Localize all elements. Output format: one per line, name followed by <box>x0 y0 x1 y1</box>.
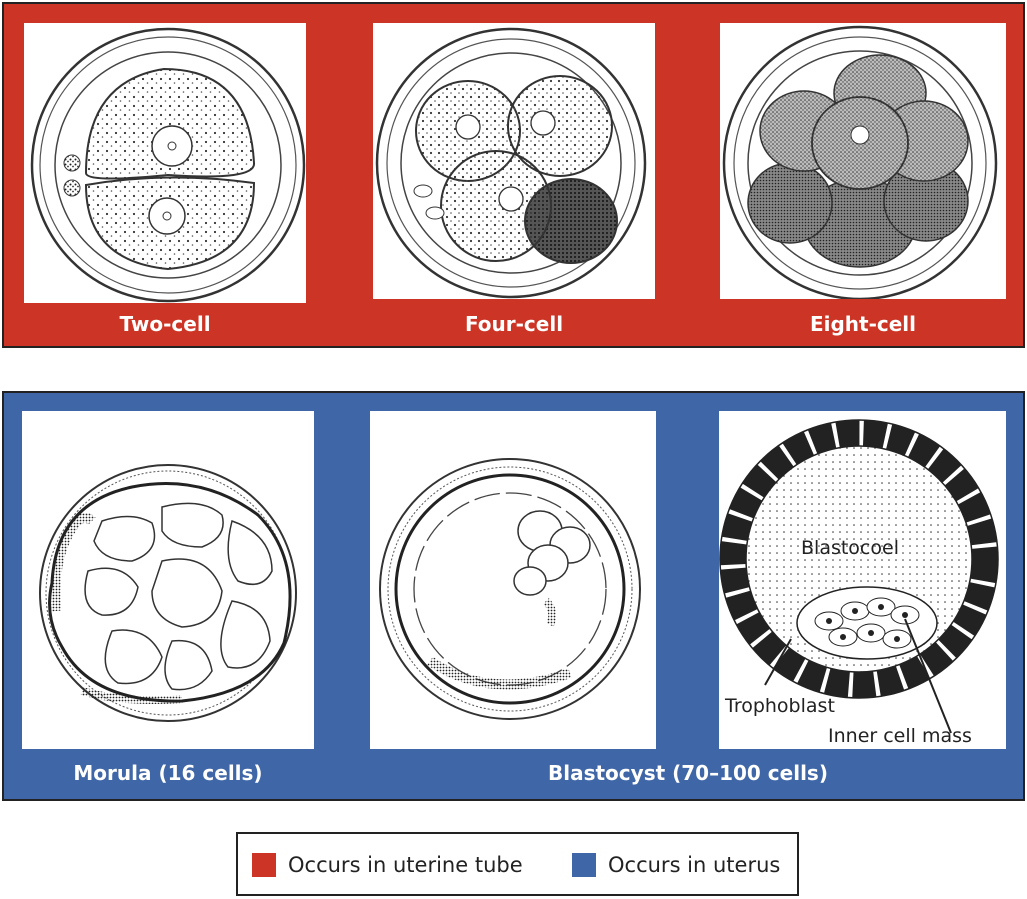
legend-swatch-uterine-tube <box>252 853 276 877</box>
legend: Occurs in uterine tube Occurs in uterus <box>236 832 799 896</box>
legend-label-uterine-tube: Occurs in uterine tube <box>288 853 523 877</box>
blastocyst-drawing-icon <box>719 419 999 734</box>
trophoblast-label: Trophoblast <box>725 695 835 717</box>
eight-cell-embryo-drawing-icon <box>722 25 998 299</box>
legend-swatch-uterus <box>572 853 596 877</box>
blastocoel-label: Blastocoel <box>801 537 899 559</box>
uterus-panel: Morula (16 cells) <box>2 391 1025 801</box>
four-cell-embryo-drawing-icon <box>375 27 647 299</box>
four-cell-image <box>373 23 655 299</box>
two-cell-image <box>24 23 306 303</box>
legend-label-uterus: Occurs in uterus <box>608 853 781 877</box>
inner-cell-mass-label: Inner cell mass <box>828 725 972 747</box>
morula-drawing-icon <box>39 464 297 722</box>
blastocyst-label: Blastocyst (70–100 cells) <box>548 761 828 785</box>
morula-image <box>22 411 314 749</box>
two-cell-label: Two-cell <box>119 312 211 336</box>
eight-cell-image <box>720 23 1006 299</box>
blastocyst-image: Blastocoel Trophoblast Inner cell mass <box>719 411 1006 749</box>
four-cell-label: Four-cell <box>464 312 564 336</box>
two-cell-embryo-drawing-icon <box>30 27 306 303</box>
uterine-tube-panel: Two-cell Four-cell <box>2 2 1025 348</box>
morula-label: Morula (16 cells) <box>73 761 263 785</box>
early-blastocyst-image <box>370 411 656 749</box>
eight-cell-label: Eight-cell <box>809 312 917 336</box>
early-blastocyst-drawing-icon <box>379 458 641 720</box>
